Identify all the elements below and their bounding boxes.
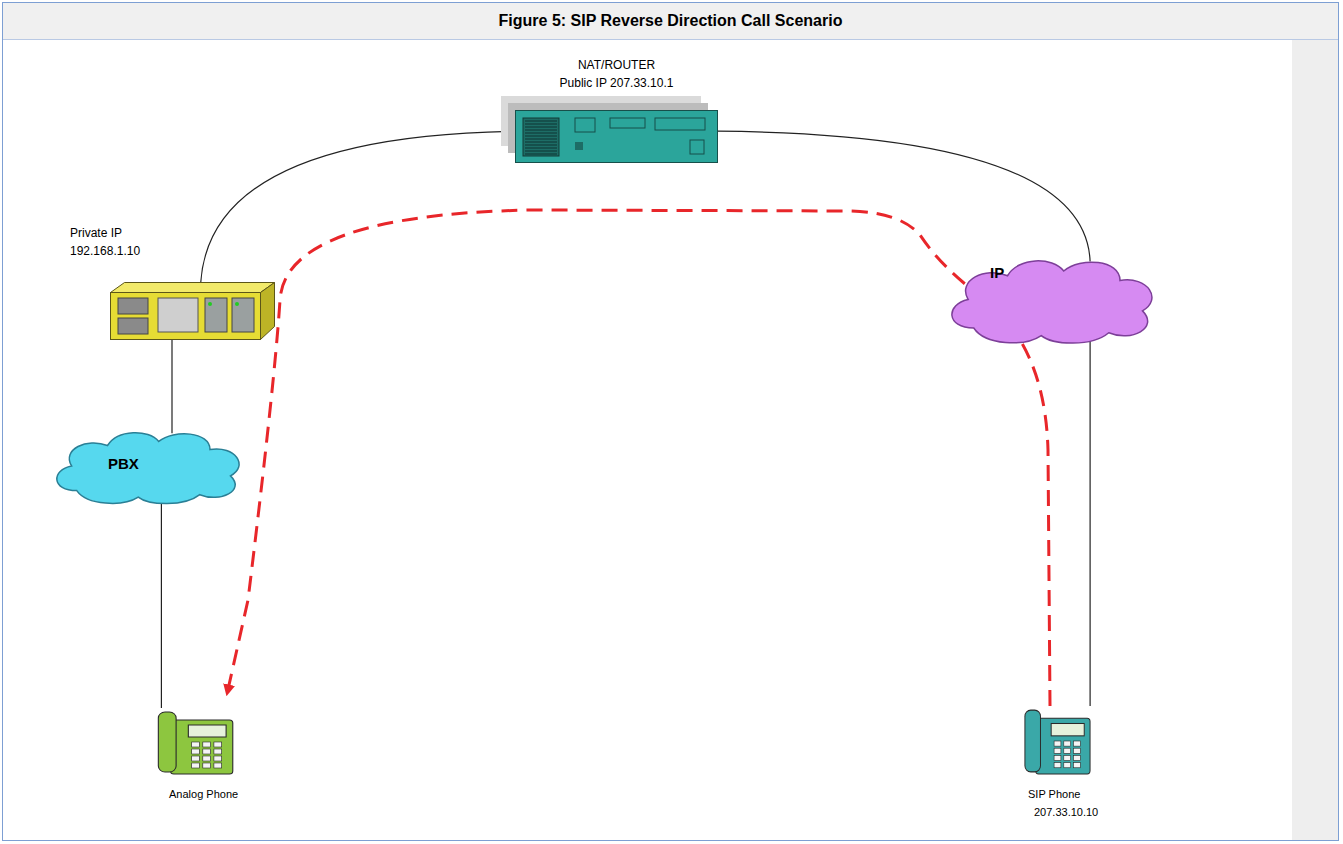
call-path	[227, 210, 1050, 706]
ip-cloud: IP	[940, 252, 1165, 347]
sip-phone-picture	[1022, 706, 1092, 776]
pbx-cloud: PBX	[46, 425, 251, 507]
pbx-cloud-picture	[46, 425, 251, 507]
network-link	[161, 501, 162, 708]
router-device-picture	[515, 110, 718, 163]
cloud-label: IP	[990, 264, 1004, 281]
side-strip	[1292, 40, 1338, 840]
network-link	[201, 131, 515, 282]
network-link	[718, 131, 1090, 261]
analog-phone-picture	[155, 708, 235, 776]
gateway-device: Private IP 192.168.1.10	[110, 282, 275, 340]
figure-title: Figure 5: SIP Reverse Direction Call Sce…	[3, 3, 1338, 39]
ip-address-label: 207.33.10.10	[1034, 806, 1098, 818]
router-device: NAT/ROUTERPublic IP 207.33.10.1	[515, 110, 718, 163]
ip-address-label: Private IP 192.168.1.10	[70, 224, 150, 260]
figure-header: Figure 5: SIP Reverse Direction Call Sce…	[3, 3, 1338, 40]
analog-phone: Analog Phone	[155, 708, 235, 776]
device-label: Analog Phone	[169, 788, 238, 800]
device-label: SIP Phone	[1028, 788, 1080, 800]
sip-phone: SIP Phone207.33.10.10	[1022, 706, 1092, 776]
gateway-device-picture	[110, 282, 275, 340]
network-link	[1089, 340, 1090, 706]
network-link	[171, 340, 172, 433]
ip-cloud-picture	[940, 252, 1165, 347]
ip-address-label: Public IP 207.33.10.1	[560, 74, 674, 92]
device-label: NAT/ROUTER	[578, 56, 655, 74]
cloud-label: PBX	[108, 455, 139, 472]
